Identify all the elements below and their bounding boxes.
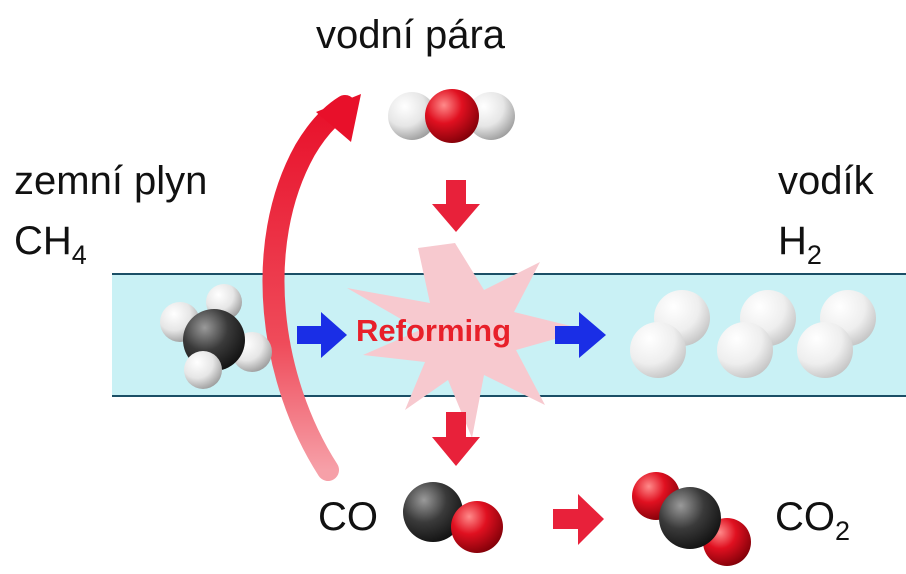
co-carbon-atom <box>403 482 463 542</box>
reforming-burst <box>347 243 587 438</box>
co2-subscript: 2 <box>835 516 851 546</box>
recycle-arrow <box>262 94 361 481</box>
methane-flow-arrow <box>297 312 347 358</box>
steam-label: vodní pára <box>316 13 506 57</box>
hydrogen-molecule <box>797 290 876 378</box>
co2-carbon-atom <box>659 487 721 549</box>
hydrogen-molecule <box>717 290 796 378</box>
co-to-co2-arrow <box>553 494 604 545</box>
water-hydrogen-atom <box>467 92 515 140</box>
co2-formula-label: CO2 <box>775 495 851 546</box>
recycle-arrow-shaft <box>262 95 356 481</box>
reforming-label: Reforming <box>356 313 511 348</box>
hydrogen-flow-arrow <box>555 312 606 358</box>
water-oxygen-atom <box>425 89 479 143</box>
water-molecule <box>388 89 515 143</box>
recycle-arrowhead <box>316 94 361 142</box>
methane-formula-label: CH4 <box>14 219 87 270</box>
carbon-monoxide-molecule <box>403 482 503 553</box>
co-label: CO <box>318 495 378 539</box>
methane-molecule <box>160 284 272 389</box>
hydrogen-formula-label: H2 <box>778 219 822 270</box>
co-output-arrow <box>432 412 480 466</box>
methane-hydrogen-atom <box>184 351 222 389</box>
co-oxygen-atom <box>451 501 503 553</box>
water-hydrogen-atom <box>388 92 436 140</box>
hydrogen-subscript: 2 <box>806 240 822 270</box>
steam-input-arrow <box>432 180 480 232</box>
carbon-dioxide-molecule <box>632 472 751 566</box>
hydrogen-label: vodík <box>778 159 874 203</box>
natural-gas-label: zemní plyn <box>14 159 208 203</box>
hydrogen-molecule <box>630 290 710 378</box>
methane-subscript: 4 <box>71 240 87 270</box>
